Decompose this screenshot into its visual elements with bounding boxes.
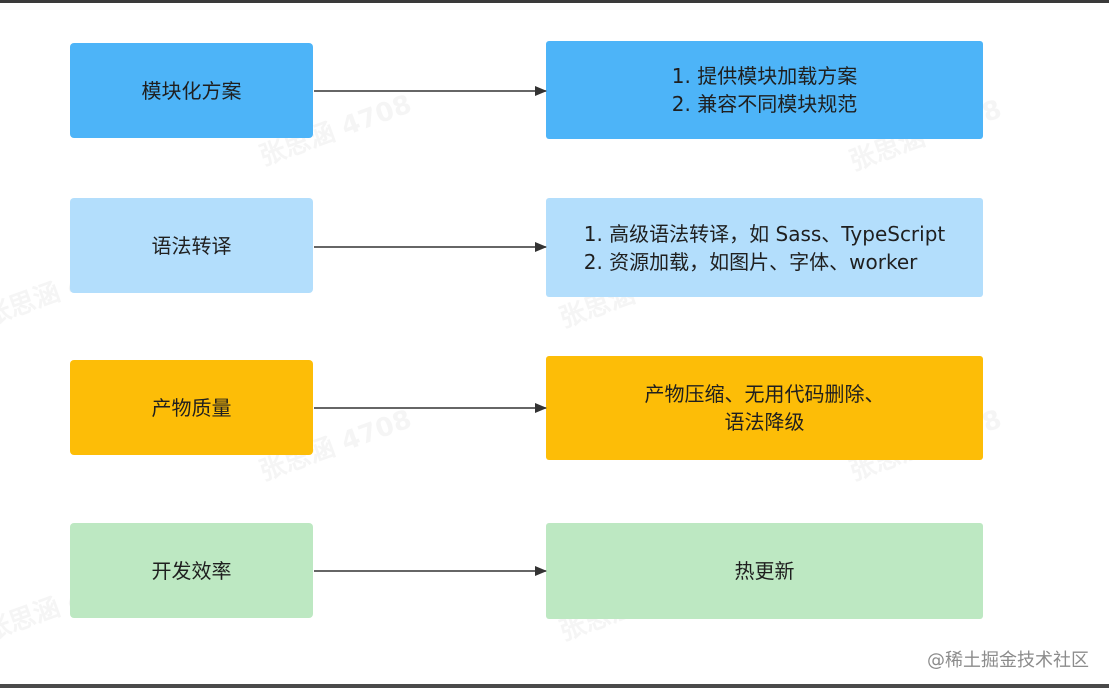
node-modularization: 模块化方案 bbox=[70, 43, 313, 138]
window-top-border bbox=[0, 0, 1109, 3]
node-detail-line: 语法降级 bbox=[724, 410, 805, 434]
node-syntax-transpile-detail: 1. 高级语法转译，如 Sass、TypeScript 2. 资源加载，如图片、… bbox=[546, 198, 983, 297]
node-detail-line: 产物压缩、无用代码删除、 bbox=[644, 382, 885, 406]
node-syntax-transpile: 语法转译 bbox=[70, 198, 313, 293]
node-output-quality-detail: 产物压缩、无用代码删除、 语法降级 bbox=[546, 356, 983, 460]
node-dev-efficiency-detail: 热更新 bbox=[546, 523, 983, 619]
node-label: 语法转译 bbox=[151, 233, 232, 258]
node-detail-line: 热更新 bbox=[734, 559, 795, 583]
node-modularization-detail: 1. 提供模块加载方案 2. 兼容不同模块规范 bbox=[546, 41, 983, 139]
window-bottom-border bbox=[0, 684, 1109, 688]
node-detail-line: 2. 资源加载，如图片、字体、worker bbox=[583, 249, 918, 274]
node-dev-efficiency: 开发效率 bbox=[70, 523, 313, 618]
node-label: 产物质量 bbox=[151, 395, 232, 420]
node-detail-line: 1. 高级语法转译，如 Sass、TypeScript bbox=[583, 221, 946, 246]
node-label: 开发效率 bbox=[151, 558, 232, 583]
node-detail-line: 2. 兼容不同模块规范 bbox=[671, 92, 858, 116]
node-detail-line: 1. 提供模块加载方案 bbox=[671, 64, 858, 88]
source-credit: @稀土掘金技术社区 bbox=[927, 650, 1089, 671]
node-output-quality: 产物质量 bbox=[70, 360, 313, 455]
node-label: 模块化方案 bbox=[141, 78, 242, 103]
